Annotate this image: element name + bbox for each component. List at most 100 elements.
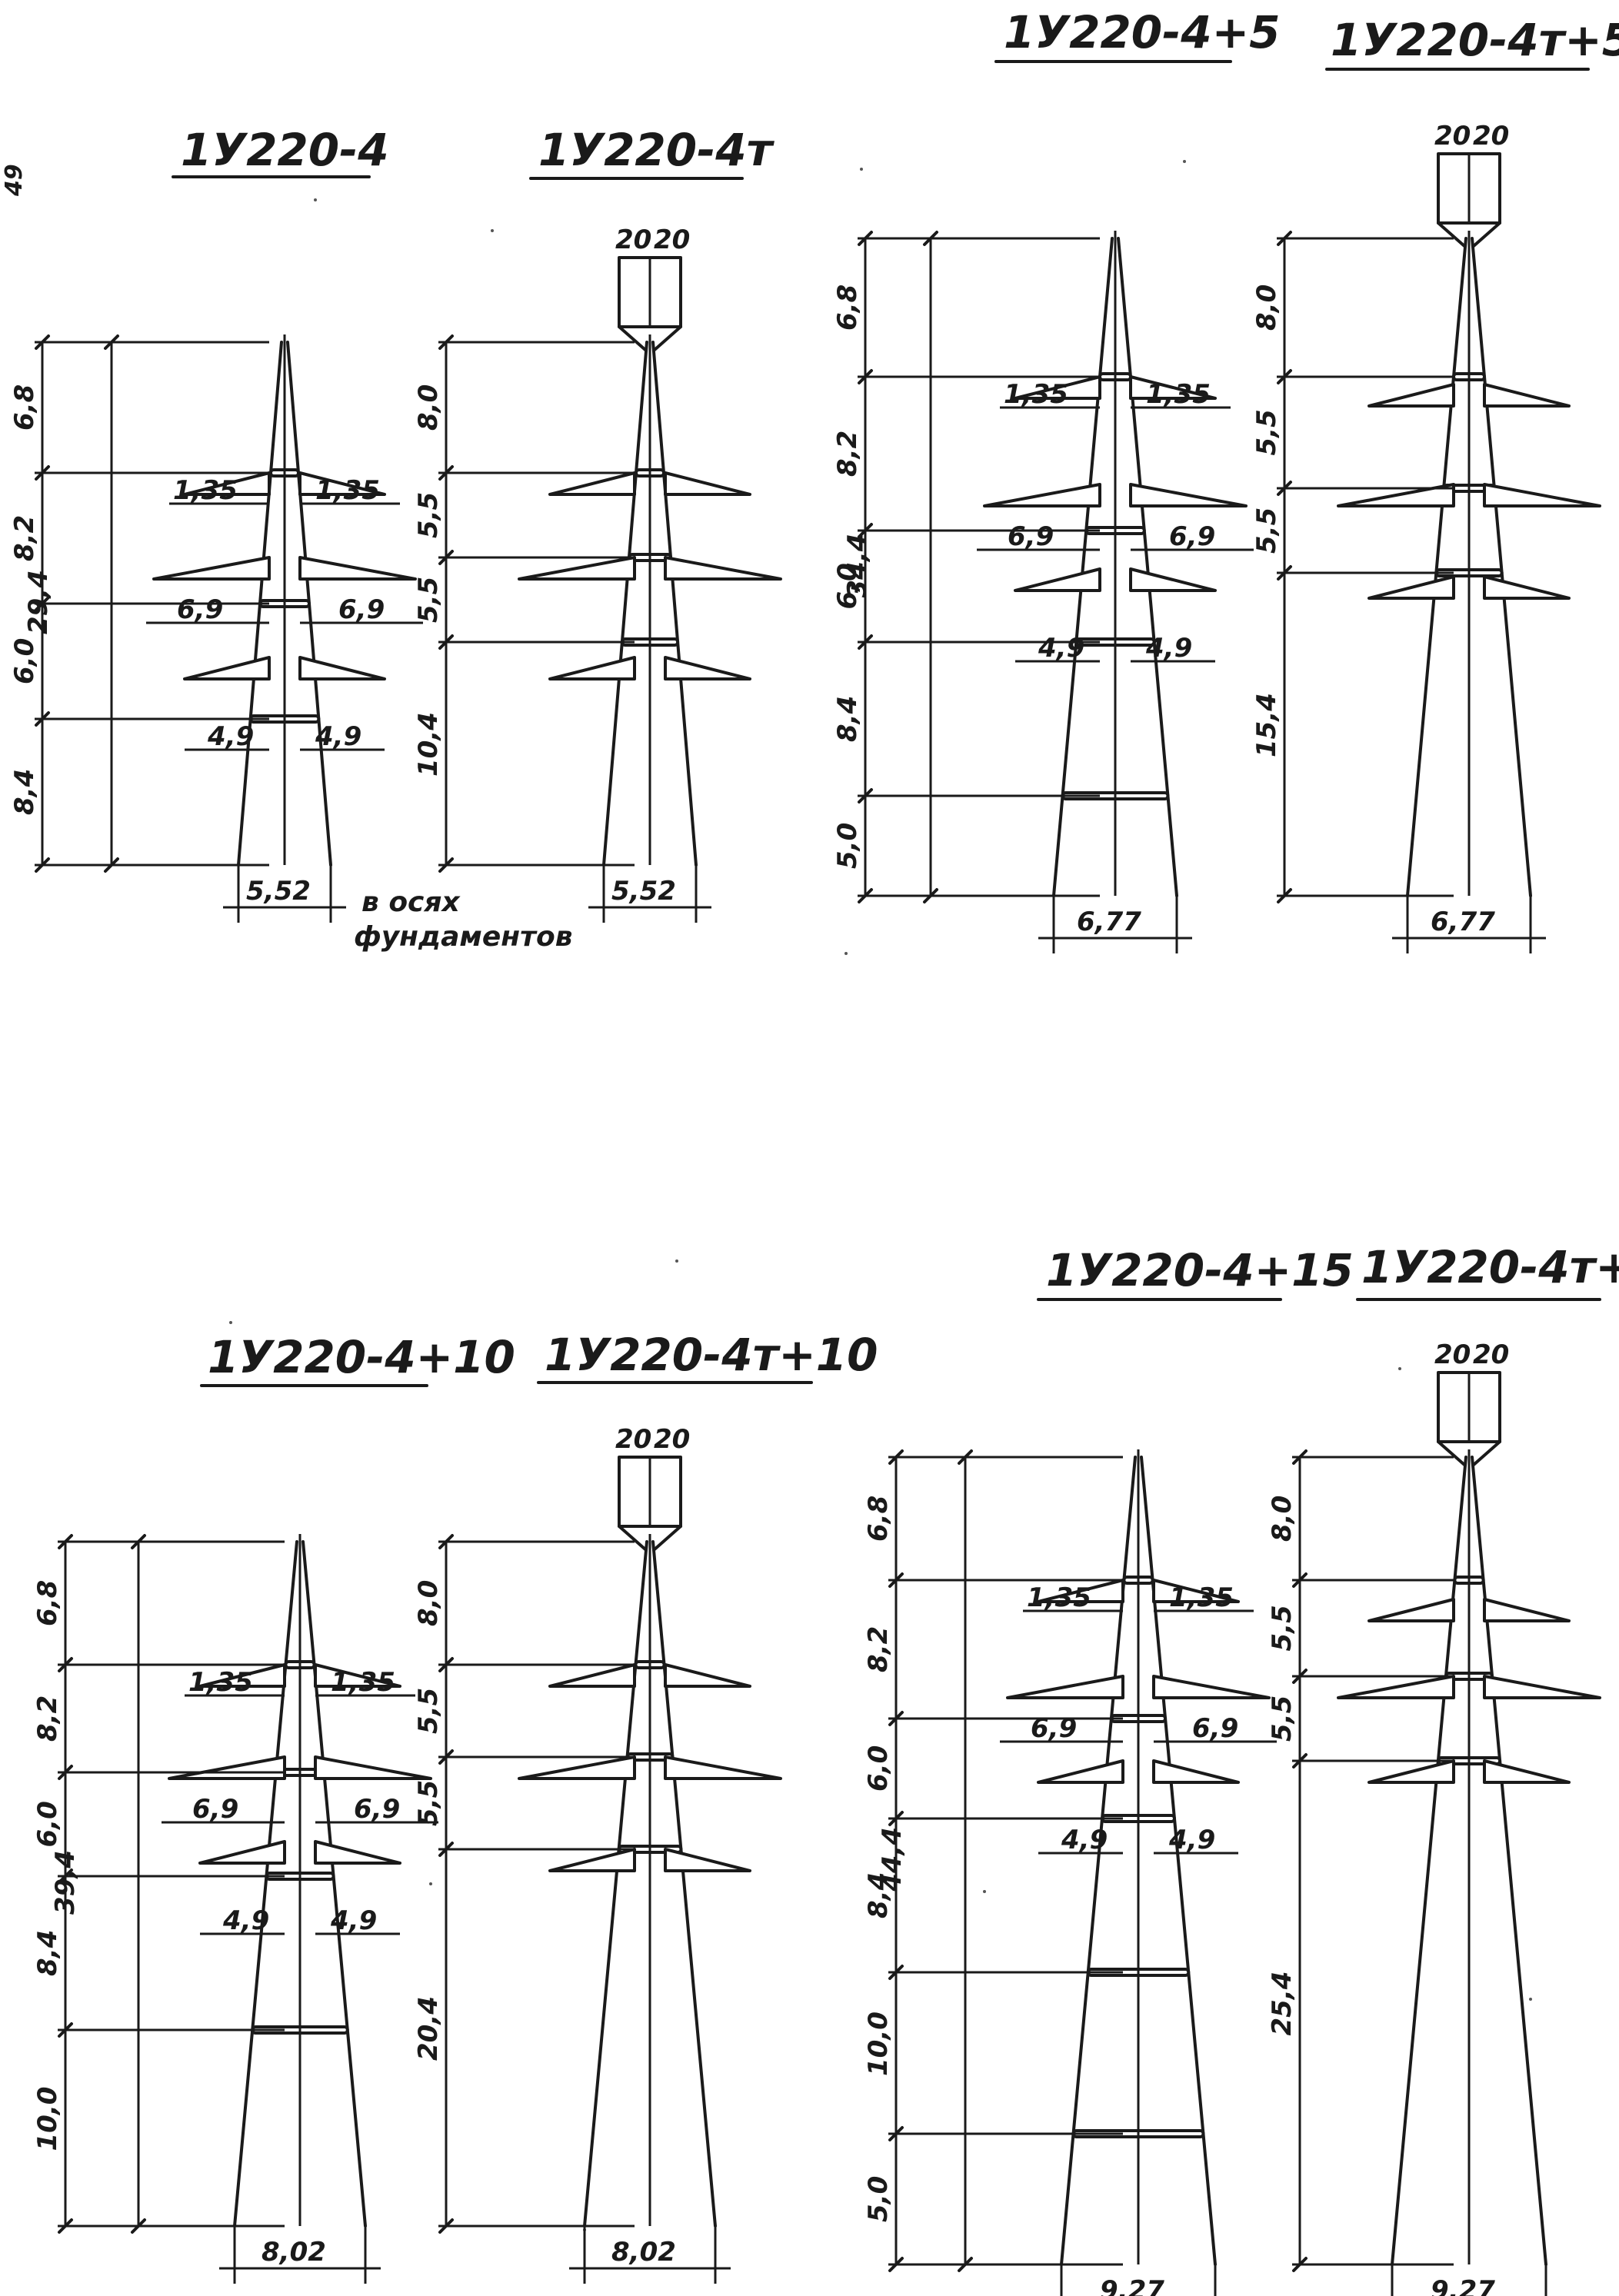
crossarm-left [548,471,636,496]
title-G: 1У220-4+15 [1046,1244,1354,1296]
top-dim-left: 20 [615,225,651,255]
dimension-tick [438,465,454,481]
crossarm-left [518,556,636,581]
cap-taper [618,325,682,351]
crossarm-right [1152,1759,1240,1784]
crossarm-left [1037,1579,1124,1603]
scan-noise [229,160,1532,2231]
tower-outline [233,1540,367,2228]
section-height-label: 5,5 [413,577,444,623]
section-height-label: 10,0 [32,2087,63,2151]
title-F: 1У220-4т+10 [545,1329,878,1381]
dimension-tick [438,550,454,565]
dimension-tick [438,334,454,350]
cap-taper [1437,1440,1501,1466]
crossarm-right [664,1848,751,1872]
arm-dim-middle-right: 6,9 [338,594,385,625]
crossarm-left [518,1755,636,1780]
arm-dim-middle-left: 6,9 [1031,1713,1077,1744]
title-C: 1У220-4+5 [1004,6,1281,58]
section-height-label: 6,0 [9,638,40,684]
dimension-tick [438,857,454,873]
section-height-label: 6,0 [832,563,863,609]
dimension-tick [438,2218,454,2234]
top-dim-left: 20 [1434,1339,1471,1370]
dimension-tick [1277,481,1292,496]
section-height-label: 6,0 [32,1801,63,1847]
crossarm-right [1129,483,1248,507]
dimension-tick [438,1534,454,1549]
title-B: 1У220-4т [538,124,775,176]
crossarm-right [1483,383,1571,408]
top-dim-right: 20 [654,1424,690,1455]
crossarm-left [152,556,271,581]
section-height-label: 20,4 [413,1996,444,2061]
arm-dim-upper-right: 1,35 [331,1667,395,1698]
top-dim-left: 20 [615,1424,651,1455]
tower-outline [583,1540,717,2228]
base-width-label: 6,77 [1077,907,1141,937]
crossarm-right [1483,1598,1571,1622]
arm-dim-middle-left: 6,9 [177,594,223,625]
dimension-tick [888,1711,904,1726]
arm-dim-middle-left: 6,9 [1008,521,1054,552]
crossarm-right [1483,1675,1601,1699]
arm-dim-middle-left: 6,9 [192,1794,238,1825]
dimension-tick [888,2126,904,2141]
dimension-tick [58,2022,73,2038]
base-width-label: 5,52 [611,876,676,907]
arm-dim-middle-right: 6,9 [354,1794,400,1825]
arm-dim-lower-right: 4,9 [330,1905,377,1936]
arm-dim-lower-right: 4,9 [1168,1825,1215,1855]
crossarm-left [1367,1759,1455,1784]
crossarm-right [1129,567,1217,592]
section-height-label: 8,4 [9,769,40,815]
crossarm-right [298,656,386,680]
dimension-tick [858,788,873,804]
title-D: 1У220-4т+5 [1331,14,1619,66]
crossarm-right [314,1840,401,1865]
section-height-label: 8,0 [1251,285,1282,331]
section-height-label: 8,2 [9,515,40,561]
dimension-tick [888,1965,904,1980]
section-height-label: 8,4 [863,1872,894,1918]
section-height-label: 25,4 [1267,1972,1298,2036]
crossarm-right [298,471,386,496]
dimension-tick [1277,231,1292,246]
arm-dim-lower-left: 4,9 [1038,633,1084,664]
dimension-tick [438,1749,454,1765]
arm-dim-middle-right: 6,9 [1169,521,1215,552]
section-height-label: 8,4 [32,1930,63,1976]
section-height-label: 8,2 [863,1626,894,1672]
dimension-tick [35,711,50,727]
title-A: 1У220-4 [181,124,389,176]
dimension-tick [58,1534,73,1549]
dimension-tick [35,465,50,481]
section-height-label: 8,2 [32,1695,63,1742]
crossarm-right [664,471,751,496]
base-width-label: 8,02 [262,2237,326,2268]
crossarm-right [664,1663,751,1688]
dimension-tick [923,888,938,903]
dimension-tick [104,334,119,350]
overall-height-label: 34,4 [842,534,873,598]
base-width-label: 8,02 [611,2237,676,2268]
section-height-label: 5,0 [832,823,863,869]
arm-dim-lower-left: 4,9 [1061,1825,1108,1855]
section-height-label: 15,4 [1251,693,1282,757]
crossarm-right [1152,1675,1271,1699]
section-height-label: 5,5 [1251,507,1282,554]
arm-dim-upper-left: 1,35 [1027,1582,1091,1613]
arm-dim-lower-left: 4,9 [222,1905,269,1936]
dimension-tick [958,1449,973,1465]
top-dim-right: 20 [654,225,690,255]
dimension-tick [438,1657,454,1672]
crossarm-left [548,656,636,680]
dimension-tick [923,231,938,246]
crossarm-right [314,1755,432,1780]
dimension-tick [131,2218,146,2234]
crossarm-right [1152,1579,1240,1603]
section-height-label: 5,5 [1251,409,1282,455]
